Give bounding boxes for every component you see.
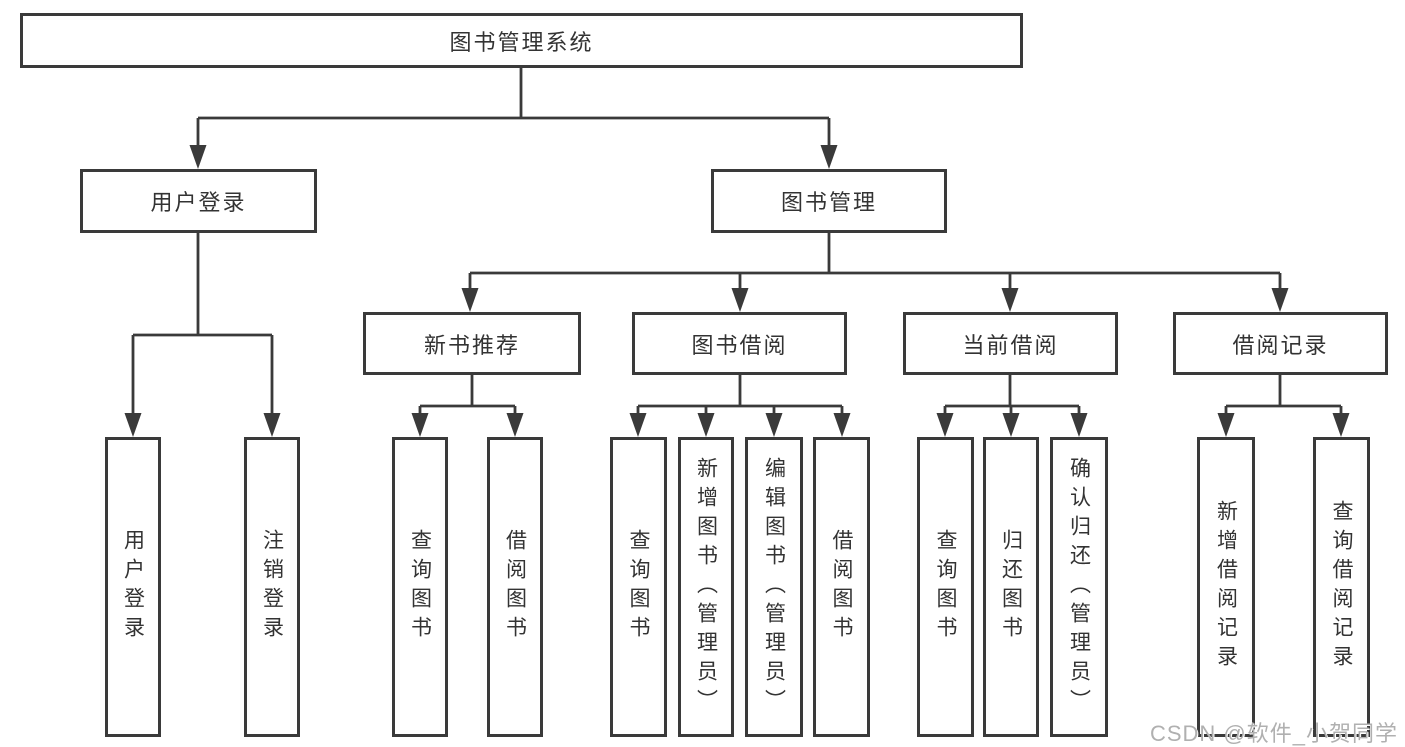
leaf-query-books-borrow: 查询图书 (610, 437, 667, 737)
arrowheads (124, 145, 1350, 437)
node-borrow-records: 借阅记录 (1173, 312, 1388, 375)
node-book-borrow: 图书借阅 (632, 312, 847, 375)
leaf-add-borrow-record: 新增借阅记录 (1197, 437, 1255, 737)
node-current-borrow: 当前借阅 (903, 312, 1118, 375)
leaf-user-login: 用户登录 (105, 437, 161, 737)
leaf-return-books: 归还图书 (983, 437, 1039, 737)
leaf-borrow-books-recommend: 借阅图书 (487, 437, 543, 737)
node-root-system: 图书管理系统 (20, 13, 1023, 68)
leaf-logout: 注销登录 (244, 437, 300, 737)
leaf-query-books-recommend: 查询图书 (392, 437, 448, 737)
leaf-confirm-return-admin: 确认归还（管理员） (1050, 437, 1108, 737)
leaf-add-book-admin: 新增图书（管理员） (678, 437, 734, 737)
leaf-borrow-books: 借阅图书 (813, 437, 870, 737)
leaf-edit-book-admin: 编辑图书（管理员） (745, 437, 803, 737)
node-user-login: 用户登录 (80, 169, 317, 233)
node-new-book-recommend: 新书推荐 (363, 312, 581, 375)
leaf-query-borrow-record: 查询借阅记录 (1313, 437, 1370, 737)
watermark-text: CSDN @软件_小贺同学 (1149, 721, 1398, 746)
leaf-query-books-current: 查询图书 (917, 437, 974, 737)
node-book-management: 图书管理 (711, 169, 947, 233)
